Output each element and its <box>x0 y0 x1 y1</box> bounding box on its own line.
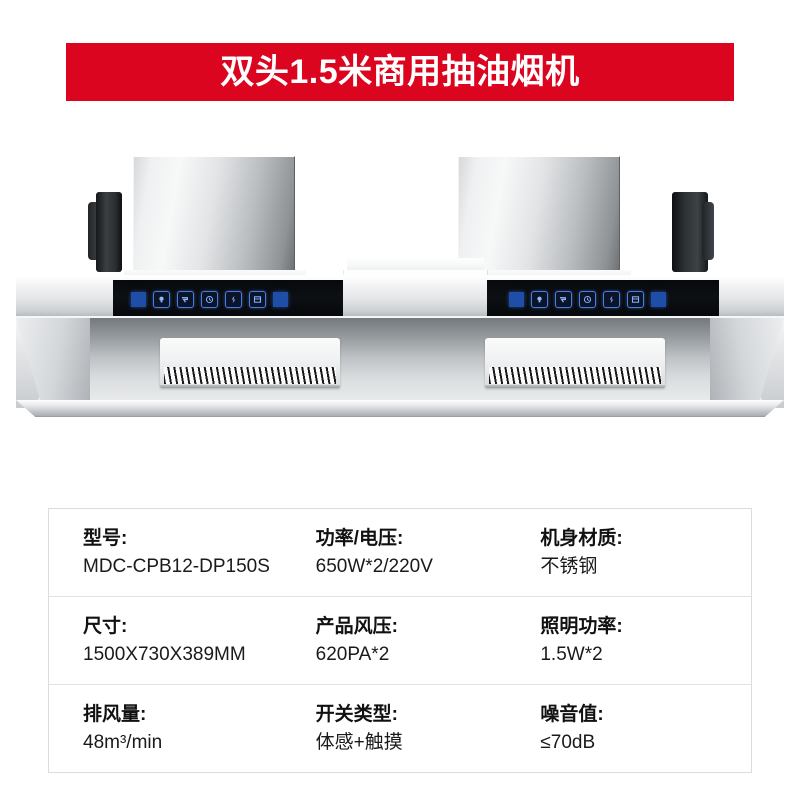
boost-button-right[interactable] <box>603 291 620 308</box>
spec-value: 不锈钢 <box>540 555 598 577</box>
fan-arrow-icon <box>181 295 190 304</box>
control-panel-right <box>487 280 719 319</box>
grease-filter-left <box>160 338 340 388</box>
power-button-right[interactable] <box>627 291 644 308</box>
filter-lip <box>160 385 340 388</box>
indicator-block-right-icon <box>273 292 288 307</box>
indicator-block-left-icon-2 <box>509 292 524 307</box>
exhaust-pipe-left <box>96 192 122 272</box>
table-row: 型号: MDC-CPB12-DP150S 功率/电压: 650W*2/220V … <box>49 509 751 597</box>
hood-bottom-rim <box>16 400 784 417</box>
filter-slots-icon <box>489 367 661 384</box>
fan-speed-button-left[interactable] <box>177 291 194 308</box>
fan-speed-button-right[interactable] <box>555 291 572 308</box>
table-row: 尺寸: 1500X730X389MM 产品风压: 620PA*2 照明功率: 1… <box>49 597 751 685</box>
boost-button-left[interactable] <box>225 291 242 308</box>
spec-cell-switch-type: 开关类型: 体感+触摸 <box>294 685 527 772</box>
hood-cavity-shadow <box>35 318 765 406</box>
filter-slots-icon <box>164 367 336 384</box>
spec-value: 650W*2/220V <box>315 555 433 577</box>
clock-icon <box>583 295 592 304</box>
light-button-left[interactable] <box>153 291 170 308</box>
title-banner: 双头1.5米商用抽油烟机 <box>66 43 734 101</box>
grease-filter-right <box>485 338 665 388</box>
spec-value: 1500X730X389MM <box>83 643 246 665</box>
fan-arrow-icon <box>559 295 568 304</box>
spec-value: 体感+触摸 <box>315 731 403 753</box>
control-panel-left <box>113 280 343 319</box>
spec-label: 功率/电压: <box>315 527 404 549</box>
specification-table: 型号: MDC-CPB12-DP150S 功率/电压: 650W*2/220V … <box>48 508 752 773</box>
spec-cell-dimensions: 尺寸: 1500X730X389MM <box>49 597 294 684</box>
spec-label: 开关类型: <box>315 703 398 725</box>
page-title: 双头1.5米商用抽油烟机 <box>220 53 580 91</box>
middle-panel-top <box>347 258 484 272</box>
spec-cell-model: 型号: MDC-CPB12-DP150S <box>49 509 294 596</box>
turbo-arrow-icon <box>229 295 238 304</box>
indicator-block-left-icon <box>131 292 146 307</box>
light-bulb-icon <box>157 295 166 304</box>
spec-value: ≤70dB <box>540 731 596 753</box>
spec-cell-lighting-power: 照明功率: 1.5W*2 <box>526 597 751 684</box>
indicator-block-right-icon-2 <box>651 292 666 307</box>
motor-housing-right <box>458 156 620 271</box>
filter-lip <box>485 385 665 388</box>
spec-cell-power-voltage: 功率/电压: 650W*2/220V <box>294 509 527 596</box>
timer-button-right[interactable] <box>579 291 596 308</box>
spec-value: MDC-CPB12-DP150S <box>83 555 270 577</box>
spec-label: 排风量: <box>83 703 147 725</box>
motor-housing-left <box>133 156 295 271</box>
panel-square-icon <box>253 295 262 304</box>
power-button-left[interactable] <box>249 291 266 308</box>
spec-value: 48m³/min <box>83 731 163 753</box>
spec-label: 照明功率: <box>540 615 623 637</box>
spec-label: 机身材质: <box>540 527 623 549</box>
spec-cell-air-pressure: 产品风压: 620PA*2 <box>294 597 527 684</box>
spec-value: 1.5W*2 <box>540 643 603 665</box>
product-image <box>0 130 800 450</box>
spec-cell-noise-level: 噪音值: ≤70dB <box>526 685 751 772</box>
light-button-right[interactable] <box>531 291 548 308</box>
spec-cell-air-volume: 排风量: 48m³/min <box>49 685 294 772</box>
spec-value: 620PA*2 <box>315 643 390 665</box>
light-bulb-icon <box>535 295 544 304</box>
exhaust-collar-right-icon <box>702 202 714 260</box>
turbo-arrow-icon <box>607 295 616 304</box>
hood-body <box>0 316 800 426</box>
timer-button-left[interactable] <box>201 291 218 308</box>
panel-square-icon <box>631 295 640 304</box>
spec-label: 型号: <box>83 527 128 549</box>
spec-label: 产品风压: <box>315 615 398 637</box>
spec-label: 尺寸: <box>83 615 128 637</box>
table-row: 排风量: 48m³/min 开关类型: 体感+触摸 噪音值: ≤70dB <box>49 685 751 772</box>
spec-cell-body-material: 机身材质: 不锈钢 <box>526 509 751 596</box>
spec-label: 噪音值: <box>540 703 604 725</box>
clock-icon <box>205 295 214 304</box>
